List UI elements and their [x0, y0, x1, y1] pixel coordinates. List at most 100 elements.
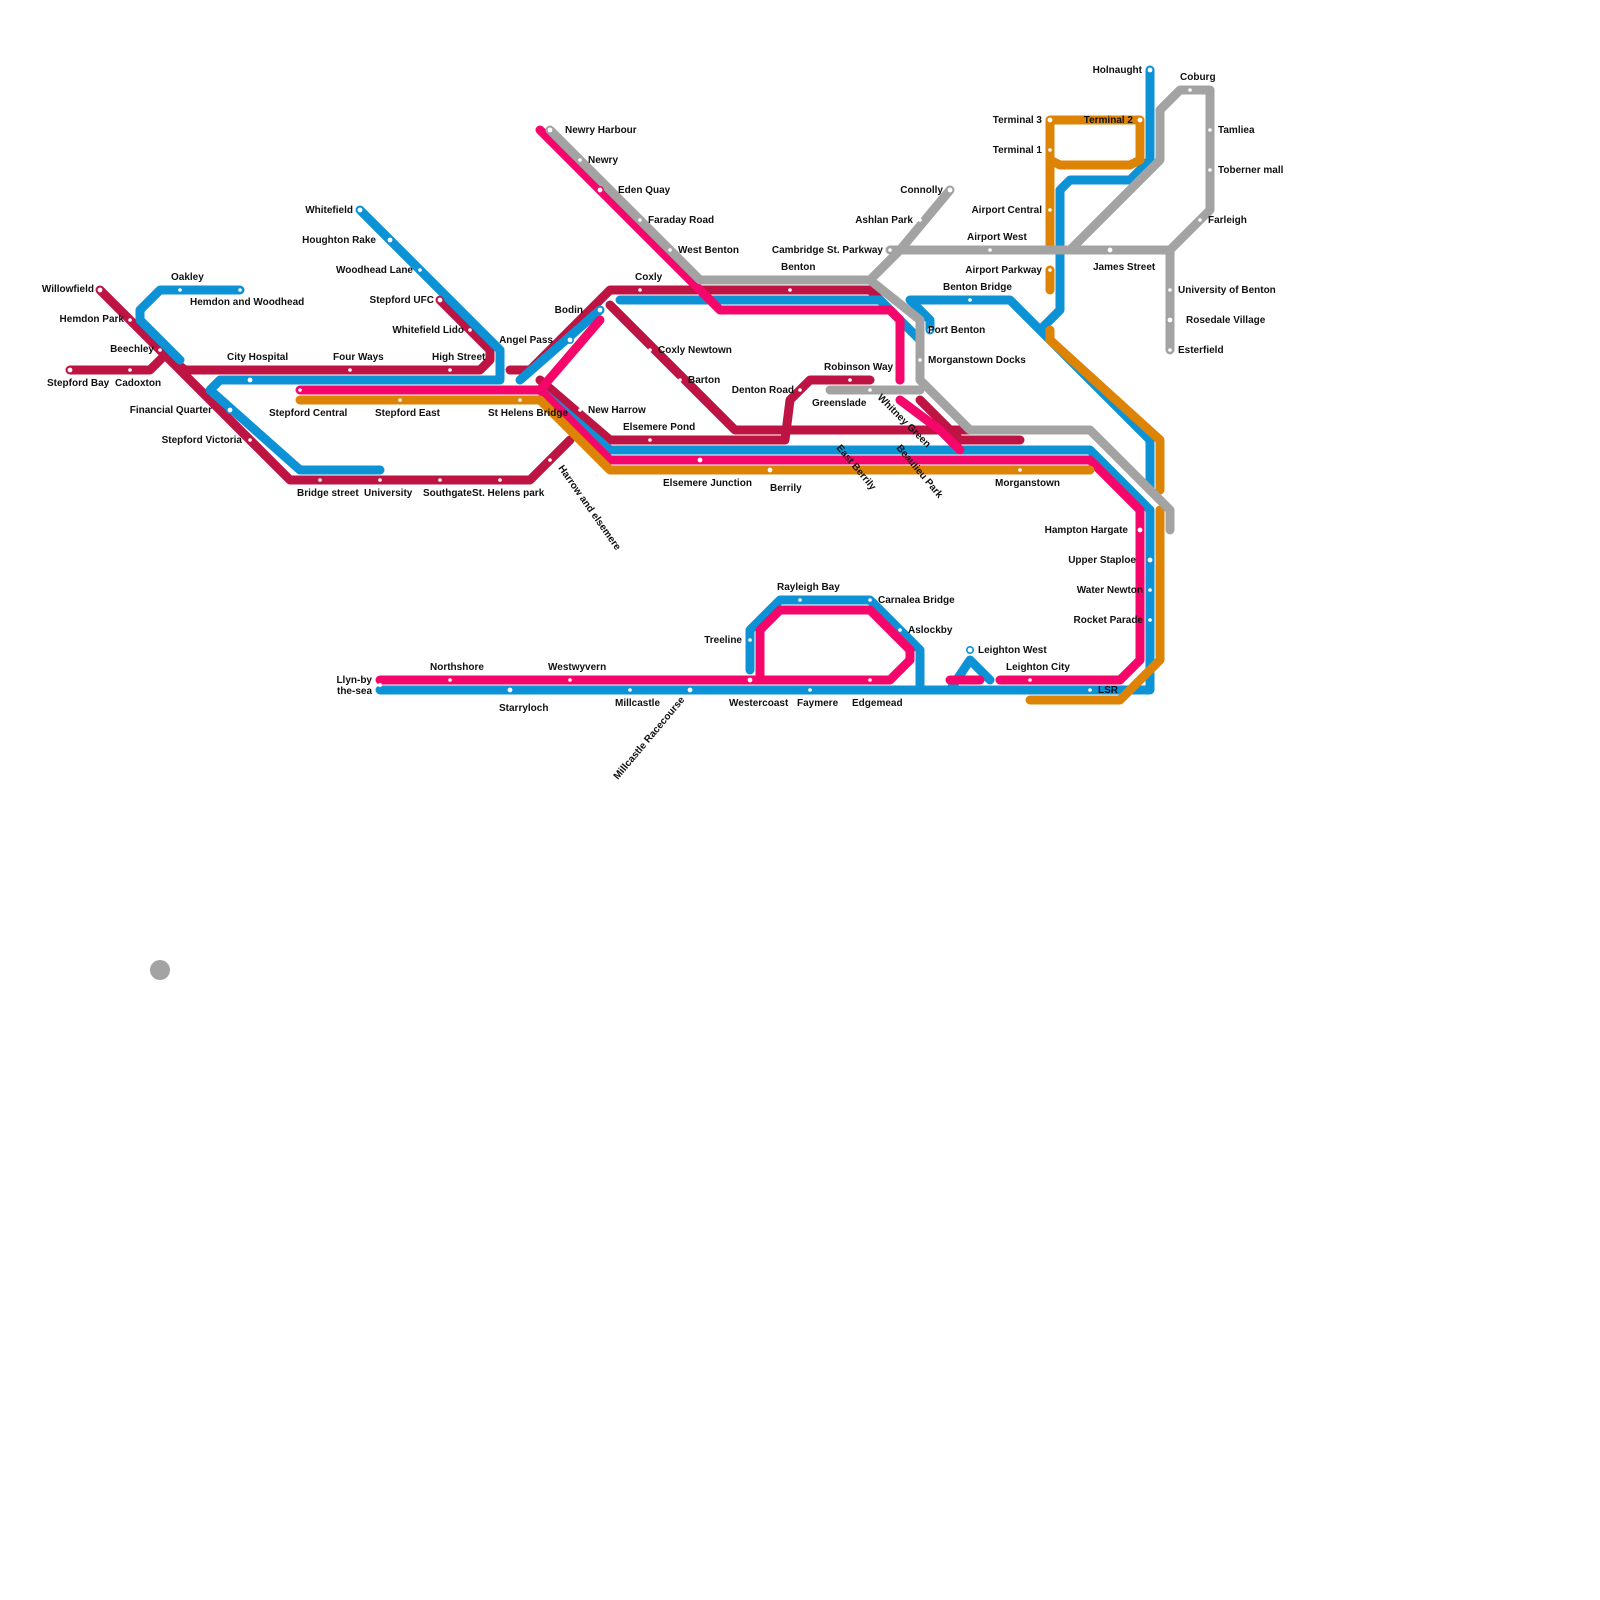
- interchange-marker-connolly[interactable]: [945, 186, 954, 195]
- station-label-terminal-3[interactable]: Terminal 3: [993, 115, 1043, 126]
- interchange-marker-eden-quay[interactable]: [595, 186, 604, 195]
- station-label-millcastle[interactable]: Millcastle: [615, 698, 660, 709]
- interchange-marker-terminal-2[interactable]: [1136, 116, 1145, 125]
- station-marker-barton[interactable]: [678, 378, 682, 382]
- station-marker-new-harrow[interactable]: [578, 408, 582, 412]
- station-label-treeline[interactable]: Treeline: [704, 635, 742, 646]
- station-marker-west-benton[interactable]: [668, 248, 672, 252]
- station-marker-harrow-and-elsemere[interactable]: [548, 458, 552, 462]
- station-marker-robinson-way[interactable]: [848, 378, 852, 382]
- station-marker-cambridge-st-parkway[interactable]: [888, 248, 892, 252]
- station-label-bridge-street[interactable]: Bridge street: [297, 488, 359, 499]
- interchange-marker-stepford-bay[interactable]: [66, 365, 75, 374]
- station-label-benton[interactable]: Benton: [781, 262, 815, 273]
- station-label-denton-road[interactable]: Denton Road: [732, 385, 794, 396]
- interchange-marker-port-benton[interactable]: [925, 325, 934, 334]
- station-marker-bridge-street[interactable]: [318, 478, 322, 482]
- station-label-james-street[interactable]: James Street: [1093, 262, 1156, 273]
- station-marker-southgate[interactable]: [438, 478, 442, 482]
- station-marker-water-newton[interactable]: [1148, 588, 1152, 592]
- station-label-whitefield[interactable]: Whitefield: [305, 205, 353, 216]
- station-label-coxly[interactable]: Coxly: [635, 272, 663, 283]
- station-marker-beaulieu-park[interactable]: [888, 438, 892, 442]
- station-marker-carnalea-bridge[interactable]: [868, 598, 872, 602]
- station-marker-millcastle[interactable]: [628, 688, 632, 692]
- station-label-westercoast[interactable]: Westercoast: [729, 698, 789, 709]
- interchange-marker-angel-pass[interactable]: [565, 335, 574, 344]
- station-label-west-benton[interactable]: West Benton: [678, 245, 739, 256]
- station-marker-westwyvern[interactable]: [568, 678, 572, 682]
- station-label-st-helens-park[interactable]: St. Helens park: [472, 488, 545, 499]
- station-marker-northshore[interactable]: [448, 678, 452, 682]
- station-marker-woodhead-lane[interactable]: [418, 268, 422, 272]
- station-label-cadoxton[interactable]: Cadoxton: [115, 378, 161, 389]
- station-label-financial-quarter[interactable]: Financial Quarter: [130, 405, 212, 416]
- station-label-airport-central[interactable]: Airport Central: [971, 205, 1042, 216]
- station-label-benton-bridge[interactable]: Benton Bridge: [943, 282, 1012, 293]
- station-label-coxly-newtown[interactable]: Coxly Newtown: [658, 345, 732, 356]
- interchange-marker-berrily[interactable]: [765, 465, 774, 474]
- station-marker-lsr[interactable]: [1088, 688, 1092, 692]
- station-marker-llyn-by-the-sea[interactable]: [378, 683, 382, 687]
- station-marker-east-berrily[interactable]: [828, 438, 832, 442]
- interchange-marker-elsemere-junction[interactable]: [695, 455, 704, 464]
- interchange-marker-city-hospital[interactable]: [246, 375, 255, 384]
- station-marker-beechley[interactable]: [158, 348, 162, 352]
- station-label-leighton-west[interactable]: Leighton West: [978, 645, 1047, 656]
- station-label-stepford-bay[interactable]: Stepford Bay: [47, 378, 110, 389]
- station-label-morganstown-docks[interactable]: Morganstown Docks: [928, 355, 1026, 366]
- station-marker-airport-parkway[interactable]: [1048, 268, 1052, 272]
- station-marker-stepford-east[interactable]: [398, 398, 402, 402]
- station-label-angel-pass[interactable]: Angel Pass: [499, 335, 553, 346]
- interchange-marker-millcastle-racecourse[interactable]: [685, 685, 694, 694]
- station-marker-benton-bridge[interactable]: [968, 298, 972, 302]
- station-marker-cadoxton[interactable]: [128, 368, 132, 372]
- station-label-elsemere-junction[interactable]: Elsemere Junction: [663, 478, 752, 489]
- interchange-marker-hampton-hargate[interactable]: [1136, 525, 1145, 534]
- station-marker-morganstown-docks[interactable]: [918, 358, 922, 362]
- station-label-willowfield[interactable]: Willowfield: [42, 284, 94, 295]
- station-label-water-newton[interactable]: Water Newton: [1077, 585, 1143, 596]
- station-label-lsr[interactable]: LSR: [1098, 685, 1119, 696]
- interchange-marker-stepford-ufc[interactable]: [435, 295, 444, 304]
- station-label-rosedale-village[interactable]: Rosedale Village: [1186, 315, 1266, 326]
- station-label-new-harrow[interactable]: New Harrow: [588, 405, 646, 416]
- station-marker-treeline[interactable]: [748, 638, 752, 642]
- station-label-eden-quay[interactable]: Eden Quay: [618, 185, 671, 196]
- station-label-holnaught[interactable]: Holnaught: [1093, 65, 1143, 76]
- station-label-upper-staploe[interactable]: Upper Staploe: [1068, 555, 1136, 566]
- station-label-rocket-parade[interactable]: Rocket Parade: [1074, 615, 1144, 626]
- station-label-berrily[interactable]: Berrily: [770, 483, 802, 494]
- station-label-starryloch[interactable]: Starryloch: [499, 703, 548, 714]
- station-label-toberner-mall[interactable]: Toberner mall: [1218, 165, 1284, 176]
- station-label-woodhead-lane[interactable]: Woodhead Lane: [336, 265, 413, 276]
- station-label-city-hospital[interactable]: City Hospital: [227, 352, 288, 363]
- interchange-marker-rosedale-village[interactable]: [1166, 315, 1175, 324]
- station-marker-esterfield[interactable]: [1168, 348, 1172, 352]
- station-label-farleigh[interactable]: Farleigh: [1208, 215, 1247, 226]
- station-marker-oakley[interactable]: [178, 288, 182, 292]
- interchange-marker-starryloch[interactable]: [505, 685, 514, 694]
- station-marker-elsemere-pond[interactable]: [648, 438, 652, 442]
- station-label-university-of-benton[interactable]: University of Benton: [1178, 285, 1276, 296]
- interchange-marker-newry-harbour[interactable]: [545, 126, 554, 135]
- station-label-newry[interactable]: Newry: [588, 155, 618, 166]
- station-label-greenslade[interactable]: Greenslade: [812, 398, 867, 409]
- station-label-westwyvern[interactable]: Westwyvern: [548, 662, 606, 673]
- interchange-marker-whitefield[interactable]: [355, 206, 364, 215]
- station-label-faymere[interactable]: Faymere: [797, 698, 839, 709]
- station-marker-whitefield-lido[interactable]: [468, 328, 472, 332]
- station-marker-greenslade[interactable]: [868, 388, 872, 392]
- station-label-terminal-1[interactable]: Terminal 1: [993, 145, 1043, 156]
- station-label-stepford-east[interactable]: Stepford East: [375, 408, 441, 419]
- station-label-edgemead[interactable]: Edgemead: [852, 698, 903, 709]
- station-marker-hemdon-and-woodhead[interactable]: [238, 288, 242, 292]
- station-label-morganstown[interactable]: Morganstown: [995, 478, 1060, 489]
- station-label-bodin[interactable]: Bodin: [555, 305, 583, 316]
- station-marker-high-street[interactable]: [448, 368, 452, 372]
- station-label-cambridge-st-parkway[interactable]: Cambridge St. Parkway: [772, 245, 884, 256]
- interchange-marker-houghton-rake[interactable]: [385, 236, 394, 245]
- station-label-newry-harbour[interactable]: Newry Harbour: [565, 125, 637, 136]
- station-marker-hemdon-park[interactable]: [128, 318, 132, 322]
- station-marker-edgemead[interactable]: [868, 678, 872, 682]
